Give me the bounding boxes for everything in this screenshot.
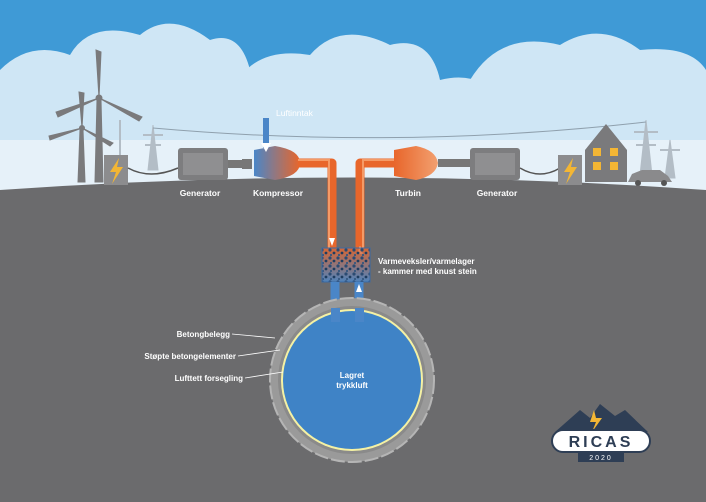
air-intake — [261, 118, 271, 152]
cable-left — [127, 167, 179, 175]
generator-right — [470, 148, 520, 180]
pipe-ends — [331, 308, 364, 322]
logo-name: RICAS — [569, 434, 634, 451]
label-stored-line2: trykkluft — [336, 381, 368, 390]
cable-right — [519, 167, 561, 175]
cold-flow-up-icon — [356, 284, 362, 292]
logo-year: 2020 — [589, 455, 613, 462]
power-line — [152, 121, 647, 139]
stored-air — [283, 311, 421, 449]
leader-lines — [231, 333, 284, 379]
air-intake-arrow-icon — [261, 143, 271, 152]
house — [585, 124, 627, 182]
flow-arrow-down-icon — [329, 238, 335, 246]
label-cast-elements: Støpte betongelementer — [144, 352, 236, 361]
right-power-box — [558, 155, 582, 185]
background-silhouettes — [119, 119, 680, 179]
label-concrete-lining: Betongbelegg — [177, 330, 230, 339]
wind-turbines — [48, 49, 143, 183]
generator-left — [178, 148, 242, 180]
label-heat-exchanger-line2: - kammer med knust stein — [378, 267, 477, 276]
heat-exchanger — [321, 247, 371, 283]
label-stored-line1: Lagret — [340, 371, 365, 380]
left-power-box — [104, 155, 128, 185]
label-turbine: Turbin — [395, 188, 421, 198]
lightning-icon-right — [564, 158, 577, 184]
label-generator-left: Generator — [180, 188, 221, 198]
hot-pipes — [298, 158, 396, 248]
label-airtight-seal: Lufttett forsegling — [175, 374, 244, 383]
turbine — [394, 146, 470, 180]
lightning-icon-left — [110, 158, 123, 184]
hot-pipes-highlight — [298, 159, 396, 248]
label-heat-exchanger-line1: Varmeveksler/varmelager — [378, 257, 475, 266]
cavern — [269, 297, 435, 463]
car — [628, 170, 672, 186]
ricas-logo: RICAS 2020 — [551, 404, 651, 462]
logo-lightning-icon — [590, 410, 602, 432]
label-generator-right: Generator — [477, 188, 518, 198]
label-compressor: Kompressor — [253, 188, 304, 198]
label-air-intake: Luftinntak — [276, 108, 314, 118]
compressor — [242, 146, 300, 180]
